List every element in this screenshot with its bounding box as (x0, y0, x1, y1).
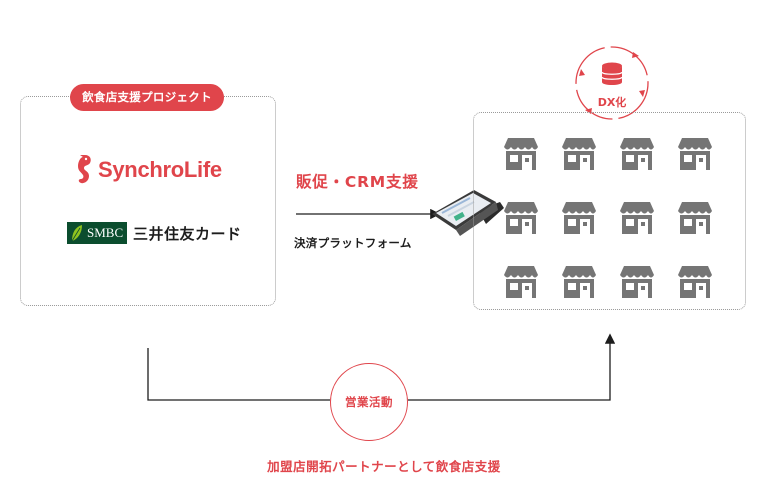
store-icon (678, 266, 712, 298)
smbc-logo: SMBC 三井住友カード (67, 222, 242, 244)
sales-flow-line-right (408, 333, 616, 401)
dx-cycle-icon (575, 46, 649, 120)
leaf-icon (71, 225, 82, 242)
store-icon (504, 266, 538, 298)
store-icon (678, 202, 712, 234)
restaurants-box (473, 112, 746, 310)
smbc-mark: SMBC (67, 222, 127, 244)
store-icon (562, 202, 596, 234)
synchrolife-logo: SynchroLife (74, 150, 222, 190)
store-icon (562, 138, 596, 170)
store-icon (678, 138, 712, 170)
payment-terminal-icon (432, 190, 504, 236)
store-icon (620, 202, 654, 234)
seahorse-icon (78, 155, 91, 184)
store-icon (620, 138, 654, 170)
store-grid (500, 133, 730, 298)
store-icon (562, 266, 596, 298)
payment-platform-label: 決済プラットフォーム (294, 236, 412, 250)
sales-flow-line (147, 348, 330, 401)
sales-activity-label: 営業活動 (345, 395, 393, 409)
project-box (20, 96, 276, 306)
smbc-japanese-name: 三井住友カード (133, 224, 242, 243)
smbc-text: SMBC (87, 225, 124, 240)
synchrolife-wordmark: SynchroLife (98, 157, 222, 182)
promo-crm-label: 販促・CRM支援 (296, 173, 419, 191)
store-icon (620, 266, 654, 298)
dx-label: DX化 (597, 96, 627, 109)
project-badge: 飲食店支援プロジェクト (70, 84, 224, 111)
sales-activity-circle: 営業活動 (330, 363, 408, 441)
store-icon (504, 202, 538, 234)
database-icon (601, 62, 623, 85)
store-icon (504, 138, 538, 170)
partner-caption: 加盟店開拓パートナーとして飲食店支援 (267, 459, 501, 474)
